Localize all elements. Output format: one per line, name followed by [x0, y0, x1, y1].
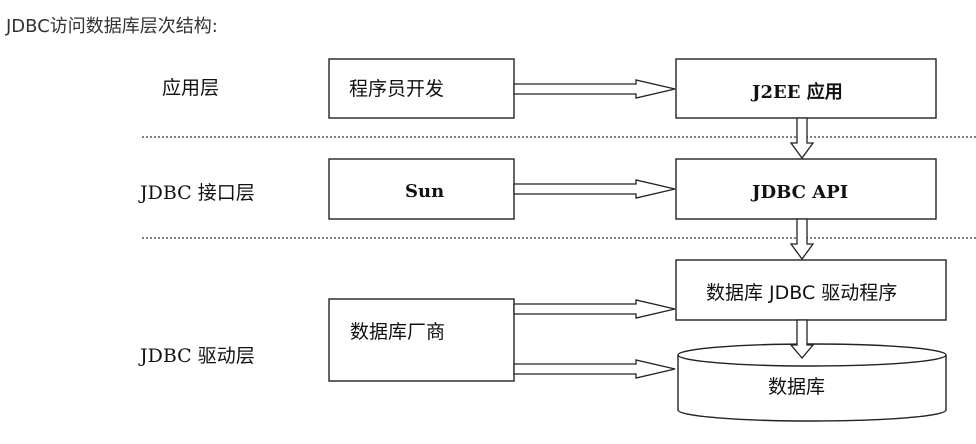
node-jdbc-api: JDBC API	[675, 158, 937, 220]
node-database: 数据库	[677, 343, 947, 422]
node-database-label: 数据库	[768, 376, 825, 398]
arrow-sun-to-jdbc-api	[513, 179, 676, 199]
node-programmer-label: 程序员开发	[349, 78, 444, 100]
node-vendor: 数据库厂商	[328, 298, 515, 382]
node-j2ee-label: J2EE 应用	[750, 81, 843, 103]
arrow-vendor-to-jdbc-driver	[513, 299, 676, 319]
page-heading: JDBC访问数据库层次结构:	[6, 16, 218, 37]
node-programmer: 程序员开发	[328, 58, 515, 119]
layer-label-app: 应用层	[162, 77, 219, 99]
arrow-jdbc-api-to-jdbc-driver	[789, 218, 815, 261]
layer-label-interface: JDBC 接口层	[138, 182, 255, 204]
node-jdbc-api-label: JDBC API	[750, 182, 848, 203]
node-j2ee: J2EE 应用	[675, 58, 937, 119]
arrow-vendor-to-database	[513, 359, 676, 379]
node-jdbc-driver-label: 数据库 JDBC 驱动程序	[706, 282, 897, 304]
arrow-programmer-to-j2ee	[513, 79, 676, 99]
arrow-jdbc-driver-to-database	[789, 319, 815, 360]
arrow-j2ee-to-jdbc-api	[789, 117, 815, 160]
layer-label-driver: JDBC 驱动层	[138, 345, 255, 367]
node-sun-label: Sun	[405, 181, 444, 202]
node-vendor-label: 数据库厂商	[350, 321, 445, 343]
node-sun: Sun	[328, 158, 515, 220]
node-jdbc-driver: 数据库 JDBC 驱动程序	[675, 259, 947, 321]
